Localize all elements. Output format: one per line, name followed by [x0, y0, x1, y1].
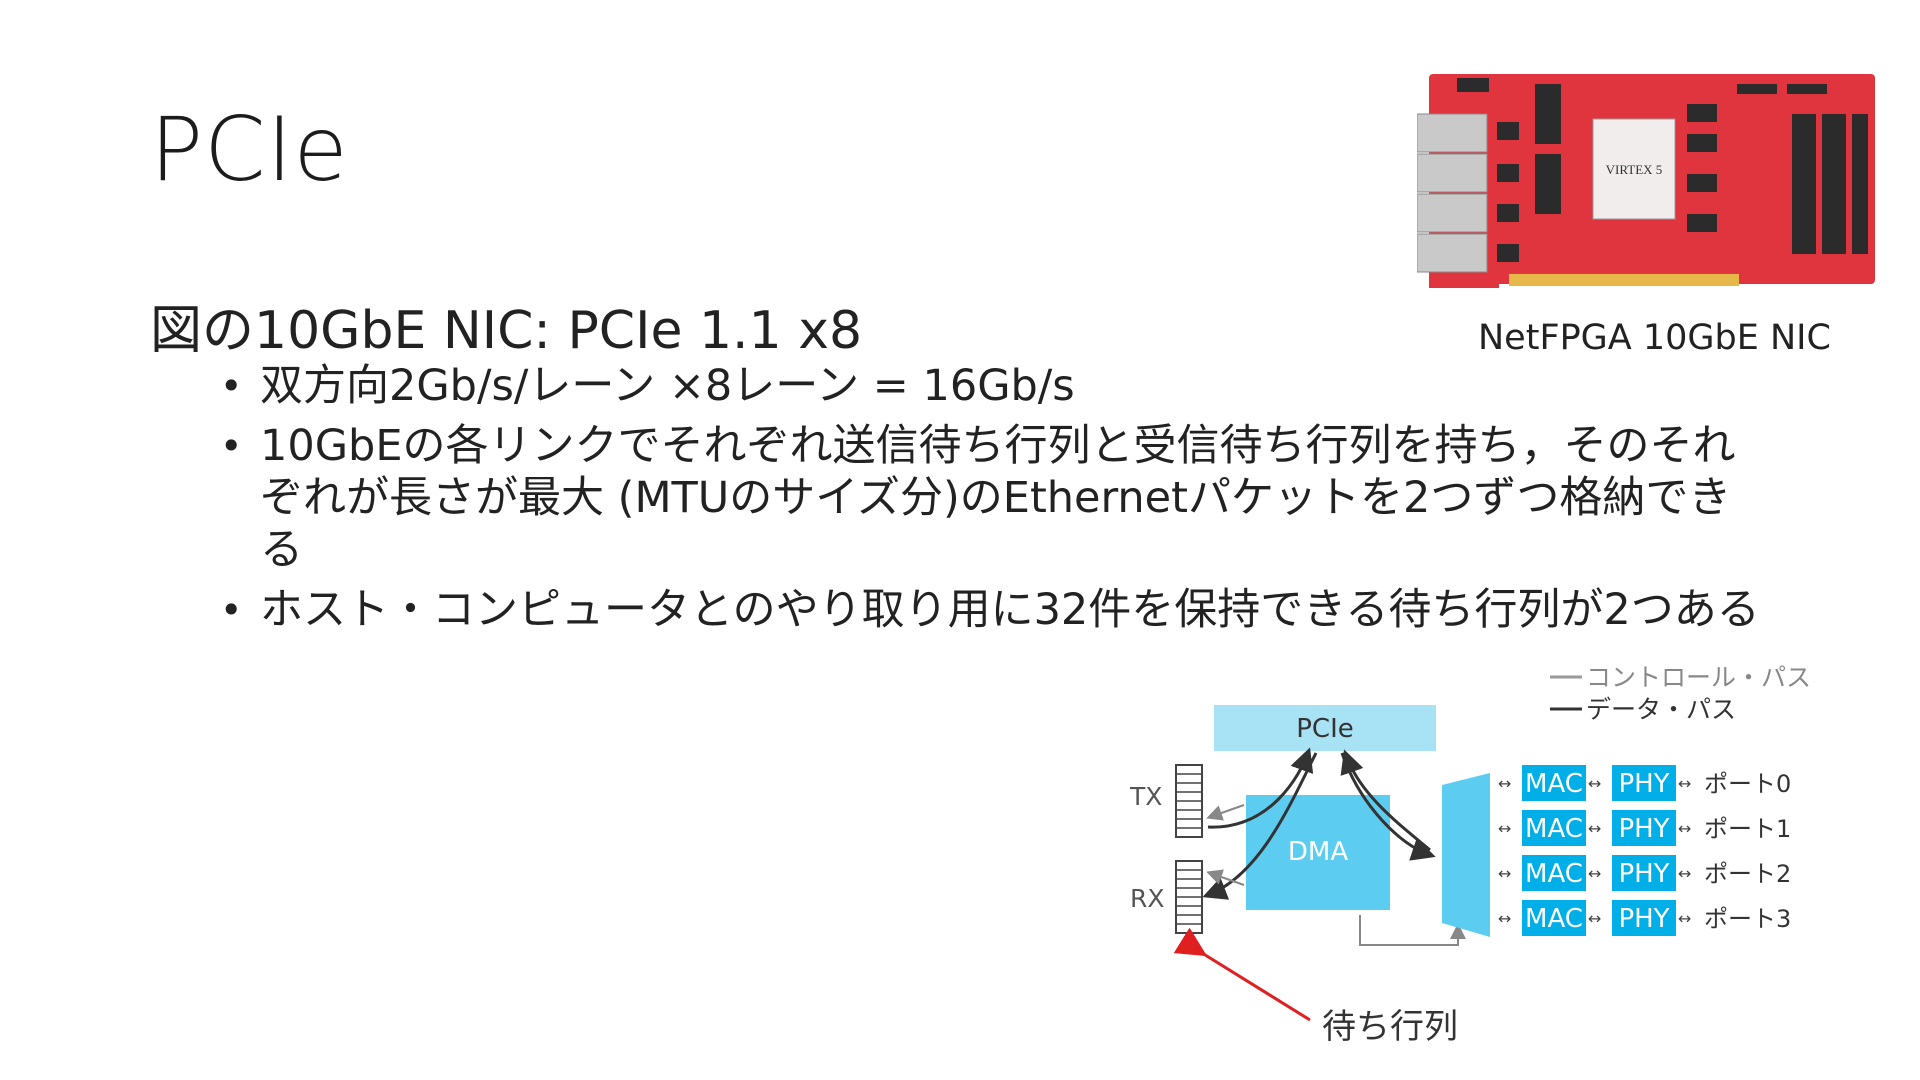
svg-text:↔: ↔ — [1588, 909, 1601, 928]
svg-text:↔: ↔ — [1588, 864, 1601, 883]
queue-annotation-arrow — [1173, 927, 1311, 1022]
control-arrow — [1206, 804, 1245, 821]
mac-label: MAC — [1525, 769, 1583, 799]
port-label: ポート0 — [1704, 770, 1791, 798]
sfp-cages — [1417, 113, 1488, 273]
bullet-list: • 双方向2Gb/s/レーン ×8レーン = 16Gb/s • 10GbEの各リ… — [220, 360, 1780, 644]
phy-label: PHY — [1618, 859, 1669, 889]
control-path-loop — [1359, 915, 1466, 946]
dma-block-label: DMA — [1288, 837, 1348, 867]
queue-annotation-label: 待ち行列 — [1322, 1007, 1458, 1047]
switch-to-pcie-arrow — [1340, 749, 1431, 852]
pcie-to-rx-arrow — [1202, 752, 1318, 900]
bullet-text: 双方向2Gb/s/レーン ×8レーン = 16Gb/s — [260, 361, 1075, 411]
board-caption: NetFPGA 10GbE NIC — [1478, 318, 1831, 358]
slide-subtitle: 図の10GbE NIC: PCIe 1.1 x8 — [150, 301, 863, 361]
port-row: ↔ MAC ↔ PHY ↔ ポート2 — [1498, 855, 1791, 891]
pcie-block — [1214, 705, 1436, 751]
fpga-chip-label: VIRTEX 5 — [1606, 162, 1663, 177]
bullet-dot-icon: • — [220, 364, 243, 408]
pcie-block-label: PCIe — [1296, 714, 1354, 744]
tx-to-pcie-arrow — [1207, 747, 1314, 829]
dma-block — [1246, 795, 1390, 910]
rx-queue — [1175, 860, 1203, 934]
svg-text:↔: ↔ — [1678, 909, 1691, 928]
fpga-chip — [1592, 118, 1676, 220]
port-row: ↔ MAC ↔ PHY ↔ ポート0 — [1498, 765, 1791, 801]
nic-block-diagram: コントロール・パス データ・パス PCIe DMA TX RX ↔ MAC ↔ … — [1129, 663, 1811, 1047]
svg-text:↔: ↔ — [1588, 819, 1601, 838]
svg-text:↔: ↔ — [1588, 774, 1601, 793]
port-row: ↔ MAC ↔ PHY ↔ ポート3 — [1498, 900, 1791, 936]
bullet-dot-icon: • — [220, 588, 243, 632]
mac-label: MAC — [1525, 859, 1583, 889]
port-row: ↔ MAC ↔ PHY ↔ ポート1 — [1498, 810, 1791, 846]
phy-label: PHY — [1618, 814, 1669, 844]
svg-text:↔: ↔ — [1498, 864, 1511, 883]
bullet-item: • 双方向2Gb/s/レーン ×8レーン = 16Gb/s — [220, 360, 1780, 412]
legend-data-label: データ・パス — [1586, 695, 1736, 724]
bullet-text: ホスト・コンピュータとのやり取り用に32件を保持できる待ち行列が2つある — [260, 585, 1760, 635]
svg-text:↔: ↔ — [1678, 774, 1691, 793]
slide-title: PCIe — [150, 98, 349, 201]
board-edge-connector — [1509, 274, 1739, 286]
legend-control-label: コントロール・パス — [1586, 663, 1811, 692]
svg-text:↔: ↔ — [1498, 819, 1511, 838]
tx-queue — [1175, 764, 1203, 838]
port-label: ポート3 — [1704, 905, 1791, 933]
bullet-dot-icon: • — [220, 424, 243, 468]
svg-text:↔: ↔ — [1498, 909, 1511, 928]
svg-text:↔: ↔ — [1678, 819, 1691, 838]
switch-block — [1442, 773, 1490, 937]
port-rows: ↔ MAC ↔ PHY ↔ ポート0 ↔ MAC ↔ PHY ↔ ポート1 ↔ … — [1498, 765, 1791, 936]
port-label: ポート1 — [1704, 815, 1791, 843]
rx-label: RX — [1130, 884, 1165, 913]
bullet-text: 10GbEの各リンクでそれぞれ送信待ち行列と受信待ち行列を持ち，そのそれぞれが長… — [260, 421, 1736, 575]
mac-label: MAC — [1525, 814, 1583, 844]
phy-label: PHY — [1618, 769, 1669, 799]
netfpga-board-image: VIRTEX 5 — [1417, 74, 1875, 288]
svg-text:↔: ↔ — [1678, 864, 1691, 883]
bullet-item: • 10GbEの各リンクでそれぞれ送信待ち行列と受信待ち行列を持ち，そのそれぞれ… — [220, 420, 1760, 576]
control-arrow — [1206, 869, 1245, 886]
mac-label: MAC — [1525, 904, 1583, 934]
diagram-legend: コントロール・パス データ・パス — [1550, 663, 1811, 724]
tx-label: TX — [1129, 782, 1162, 811]
phy-label: PHY — [1618, 904, 1669, 934]
svg-text:↔: ↔ — [1498, 774, 1511, 793]
board-components — [1457, 78, 1868, 262]
port-label: ポート2 — [1704, 860, 1791, 888]
bullet-item: • ホスト・コンピュータとのやり取り用に32件を保持できる待ち行列が2つある — [220, 584, 1760, 636]
